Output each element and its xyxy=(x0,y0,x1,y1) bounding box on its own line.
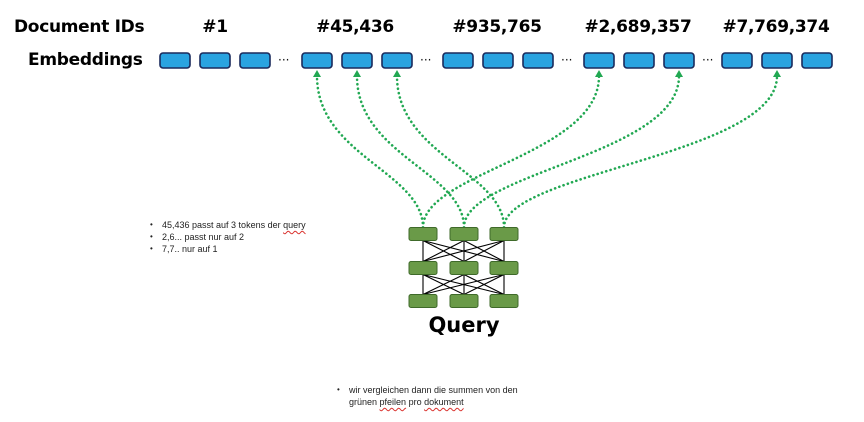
note-text: wir vergleichen dann die summen von den xyxy=(349,385,518,395)
embedding-box xyxy=(522,52,554,69)
network-edge xyxy=(422,273,505,296)
embedding-box xyxy=(199,52,231,69)
embedding-box xyxy=(583,52,615,69)
query-network-edges xyxy=(422,239,505,296)
note-text: pro xyxy=(406,397,425,407)
query-network xyxy=(408,227,519,308)
match-arrow xyxy=(421,74,601,229)
note-text: 45,436 passt auf 3 tokens der xyxy=(162,220,284,230)
embedding-box xyxy=(761,52,793,69)
arrowhead-icon xyxy=(353,70,361,77)
spellcheck-flagged-word: pfeilen xyxy=(379,397,407,407)
note-item: 45,436 passt auf 3 tokens der query xyxy=(150,219,306,231)
network-edge xyxy=(422,274,465,295)
note-text: grünen xyxy=(349,397,380,407)
query-token-node xyxy=(449,227,479,241)
query-token-node xyxy=(408,294,438,308)
document-id-5: #7,769,374 xyxy=(722,17,830,37)
document-id-1: #1 xyxy=(202,17,228,37)
match-arrow xyxy=(355,74,466,229)
embedding-box xyxy=(442,52,474,69)
network-edge xyxy=(463,240,505,262)
ellipsis: ··· xyxy=(561,53,572,67)
ellipsis: ··· xyxy=(420,53,431,67)
network-edge xyxy=(463,274,505,295)
embeddings-label: Embeddings xyxy=(28,50,143,70)
embedding-box xyxy=(341,52,373,69)
network-edge xyxy=(422,239,505,263)
embedding-box xyxy=(159,52,191,69)
note-item: wir vergleichen dann die summen von den … xyxy=(337,384,518,408)
query-token-node xyxy=(408,261,438,275)
note-text: 2,6... passt nur auf 2 xyxy=(162,232,245,242)
note-item: 7,7.. nur auf 1 xyxy=(150,243,306,255)
match-arrow xyxy=(502,74,779,229)
query-token-node xyxy=(489,261,519,275)
embedding-box xyxy=(623,52,655,69)
query-token-node xyxy=(449,294,479,308)
embedding-box xyxy=(663,52,695,69)
match-arrows xyxy=(313,70,781,229)
network-edge xyxy=(422,240,465,262)
notes-bottom: wir vergleichen dann die summen von den … xyxy=(337,384,518,408)
query-token-node xyxy=(408,227,438,241)
query-label: Query xyxy=(428,313,500,337)
embedding-box xyxy=(239,52,271,69)
ellipsis: ··· xyxy=(278,53,289,67)
document-id-4: #2,689,357 xyxy=(584,17,692,37)
embedding-box xyxy=(801,52,833,69)
query-token-node xyxy=(489,294,519,308)
query-token-node xyxy=(489,227,519,241)
note-text: 7,7.. nur auf 1 xyxy=(162,244,218,254)
arrowhead-icon xyxy=(595,70,603,77)
document-id-3: #935,765 xyxy=(452,17,542,37)
document-id-2: #45,436 xyxy=(316,17,394,37)
embedding-box xyxy=(482,52,514,69)
arrowhead-icon xyxy=(675,70,683,77)
spellcheck-flagged-word: query xyxy=(283,220,306,230)
match-arrow xyxy=(462,74,681,229)
embedding-box xyxy=(381,52,413,69)
embedding-box xyxy=(301,52,333,69)
notes-left: 45,436 passt auf 3 tokens der query 2,6.… xyxy=(150,219,306,255)
embedding-box xyxy=(721,52,753,69)
spellcheck-flagged-word: dokument xyxy=(424,397,464,407)
embedding-row: ··· ··· ··· ··· xyxy=(159,52,833,69)
match-arrow xyxy=(315,74,425,229)
arrowhead-icon xyxy=(313,70,321,77)
note-item: 2,6... passt nur auf 2 xyxy=(150,231,306,243)
document-ids-label: Document IDs xyxy=(14,17,145,37)
arrowhead-icon xyxy=(393,70,401,77)
arrowhead-icon xyxy=(773,70,781,77)
ellipsis: ··· xyxy=(702,53,713,67)
match-arrow xyxy=(395,74,506,229)
query-token-node xyxy=(449,261,479,275)
